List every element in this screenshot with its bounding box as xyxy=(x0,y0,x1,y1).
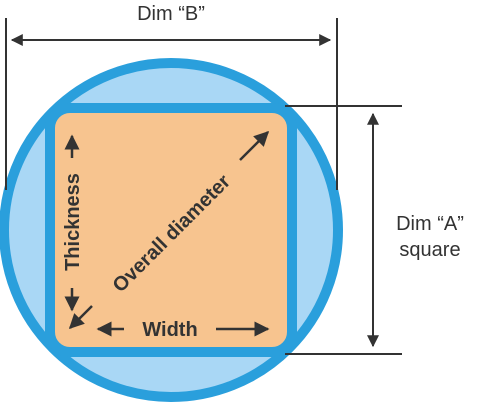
dim-a-label-line1: Dim “A” xyxy=(396,213,464,235)
dim-a-label-line2: square xyxy=(399,239,460,261)
diameter-arrow-top xyxy=(239,130,270,161)
thickness-label: Thickness xyxy=(62,173,84,271)
dim-b-label: Dim “B” xyxy=(137,3,205,25)
width-label: Width xyxy=(142,319,197,341)
diameter-arrow-bottom xyxy=(68,305,93,330)
square-section xyxy=(45,103,297,357)
